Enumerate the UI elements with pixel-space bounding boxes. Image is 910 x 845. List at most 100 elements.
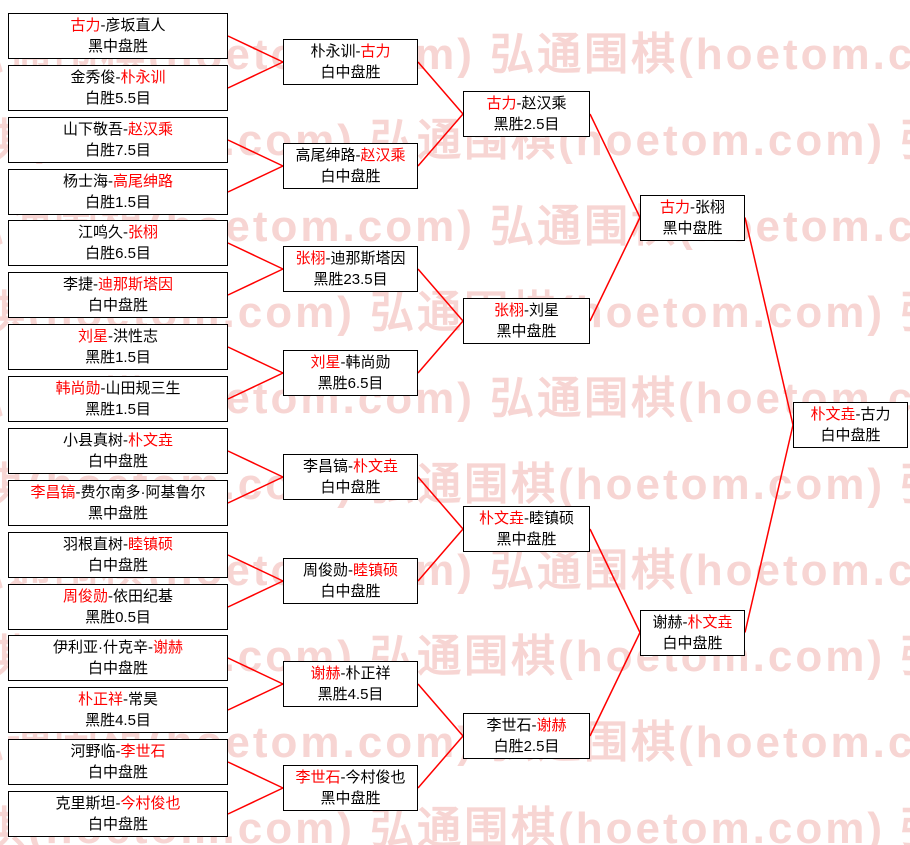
player-name: 谢赫 bbox=[536, 717, 567, 734]
vs-separator: - bbox=[355, 43, 361, 60]
vs-separator: - bbox=[355, 147, 361, 164]
player-name: 张栩 bbox=[493, 302, 524, 319]
match-result: 黑胜1.5目 bbox=[85, 401, 151, 418]
match-box-final-1: 朴文垚-古力白中盘胜 bbox=[793, 402, 908, 448]
vs-separator: - bbox=[115, 743, 121, 760]
player-name: 古力 bbox=[659, 199, 690, 216]
player-name: 杨士海 bbox=[62, 173, 108, 190]
match-players: 江鸣久-张栩 bbox=[78, 222, 158, 243]
match-players: 李昌镐-朴文垚 bbox=[303, 456, 398, 477]
player-name: 张栩 bbox=[128, 224, 159, 241]
bracket-connector bbox=[417, 528, 464, 582]
match-players: 金秀俊-朴永训 bbox=[70, 67, 165, 88]
player-name: 朴文垚 bbox=[128, 432, 174, 449]
match-players: 周俊勋-睦镇硕 bbox=[303, 560, 398, 581]
player-name: 今村俊也 bbox=[120, 795, 181, 812]
match-result: 白中盘胜 bbox=[662, 635, 723, 652]
vs-separator: - bbox=[524, 302, 529, 319]
match-result: 黑中盘胜 bbox=[87, 505, 148, 522]
player-name: 朴永训 bbox=[120, 69, 166, 86]
match-result: 黑中盘胜 bbox=[320, 790, 381, 807]
player-name: 睦镇硕 bbox=[128, 536, 174, 553]
match-players: 伊利亚·什克辛-谢赫 bbox=[53, 637, 183, 658]
match-players: 韩尚勋-山田规三生 bbox=[55, 378, 180, 399]
player-name: 赵汉乘 bbox=[360, 147, 406, 164]
player-name: 山下敬吾 bbox=[62, 121, 123, 138]
match-players: 朴文垚-睦镇硕 bbox=[479, 508, 574, 529]
bracket-connector bbox=[589, 113, 641, 218]
player-name: 李捷 bbox=[62, 276, 93, 293]
match-players: 李昌镐-费尔南多·阿基鲁尔 bbox=[30, 482, 205, 503]
match-box-round-2-4: 刘星-韩尚勋黑胜6.5目 bbox=[283, 350, 418, 396]
vs-separator: - bbox=[123, 432, 128, 449]
bracket-connector bbox=[589, 528, 641, 633]
player-name: 古力 bbox=[70, 17, 101, 34]
player-name: 河野临 bbox=[70, 743, 116, 760]
match-box-round-1-7: 刘星-洪性志黑胜1.5目 bbox=[8, 324, 228, 370]
player-name: 谢赫 bbox=[652, 614, 683, 631]
player-name: 小县真树 bbox=[62, 432, 123, 449]
vs-separator: - bbox=[147, 639, 153, 656]
match-players: 河野临-李世石 bbox=[70, 741, 165, 762]
vs-separator: - bbox=[75, 484, 81, 501]
bracket-connector bbox=[227, 346, 284, 374]
vs-separator: - bbox=[100, 380, 106, 397]
vs-separator: - bbox=[100, 17, 106, 34]
match-players: 古力-彦坂直人 bbox=[70, 15, 165, 36]
player-name: 谢赫 bbox=[152, 639, 183, 656]
match-players: 谢赫-朴文垚 bbox=[652, 612, 732, 633]
player-name: 赵汉乘 bbox=[521, 95, 567, 112]
match-players: 谢赫-朴正祥 bbox=[310, 663, 390, 684]
player-name: 古力 bbox=[860, 406, 891, 423]
player-name: 睦镇硕 bbox=[353, 562, 399, 579]
match-box-round-2-7: 谢赫-朴正祥黑胜4.5目 bbox=[283, 661, 418, 707]
match-box-round-1-13: 伊利亚·什克辛-谢赫白中盘胜 bbox=[8, 635, 228, 681]
player-name: 费尔南多·阿基鲁尔 bbox=[80, 484, 206, 501]
match-result: 白胜6.5目 bbox=[85, 245, 151, 262]
match-players: 张栩-迪那斯塔因 bbox=[295, 248, 405, 269]
player-name: 韩尚勋 bbox=[55, 380, 101, 397]
match-result: 白中盘胜 bbox=[87, 816, 148, 833]
match-result: 黑胜1.5目 bbox=[85, 349, 151, 366]
match-box-round-1-3: 山下敬吾-赵汉乘白胜7.5目 bbox=[8, 117, 228, 163]
player-name: 张栩 bbox=[695, 199, 726, 216]
player-name: 朴文垚 bbox=[810, 406, 856, 423]
bracket-connector bbox=[417, 735, 464, 789]
match-box-round-2-8: 李世石-今村俊也黑中盘胜 bbox=[283, 765, 418, 811]
match-box-quarterfinals-1: 古力-赵汉乘黑胜2.5目 bbox=[463, 91, 590, 137]
match-players: 朴永训-古力 bbox=[310, 41, 390, 62]
match-result: 白胜1.5目 bbox=[85, 194, 151, 211]
match-result: 黑中盘胜 bbox=[662, 220, 723, 237]
match-box-quarterfinals-2: 张栩-刘星黑中盘胜 bbox=[463, 298, 590, 344]
match-box-round-1-16: 克里斯坦-今村俊也白中盘胜 bbox=[8, 791, 228, 837]
match-players: 小县真树-朴文垚 bbox=[63, 430, 173, 451]
match-result: 黑胜4.5目 bbox=[317, 686, 384, 703]
match-players: 山下敬吾-赵汉乘 bbox=[63, 119, 173, 140]
player-name: 高尾绅路 bbox=[295, 147, 356, 164]
bracket-connector bbox=[227, 268, 284, 296]
match-players: 朴正祥-常昊 bbox=[78, 689, 158, 710]
match-result: 白中盘胜 bbox=[87, 764, 148, 781]
vs-separator: - bbox=[340, 769, 346, 786]
player-name: 朴文垚 bbox=[353, 458, 399, 475]
player-name: 江鸣久 bbox=[77, 224, 123, 241]
match-box-round-1-5: 江鸣久-张栩白胜6.5目 bbox=[8, 220, 228, 266]
player-name: 迪那斯塔因 bbox=[330, 250, 406, 267]
player-name: 羽根直树 bbox=[62, 536, 123, 553]
player-name: 刘星 bbox=[77, 328, 108, 345]
vs-separator: - bbox=[325, 250, 331, 267]
bracket-connector bbox=[589, 632, 641, 737]
match-result: 白胜7.5目 bbox=[85, 142, 151, 159]
player-name: 金秀俊 bbox=[70, 69, 116, 86]
bracket-connector bbox=[227, 139, 284, 167]
match-box-round-1-11: 羽根直树-睦镇硕白中盘胜 bbox=[8, 532, 228, 578]
match-result: 白中盘胜 bbox=[320, 583, 381, 600]
player-name: 迪那斯塔因 bbox=[98, 276, 174, 293]
bracket-connector bbox=[417, 61, 464, 115]
match-result: 白中盘胜 bbox=[87, 660, 148, 677]
match-box-round-2-6: 周俊勋-睦镇硕白中盘胜 bbox=[283, 558, 418, 604]
vs-separator: - bbox=[123, 121, 128, 138]
